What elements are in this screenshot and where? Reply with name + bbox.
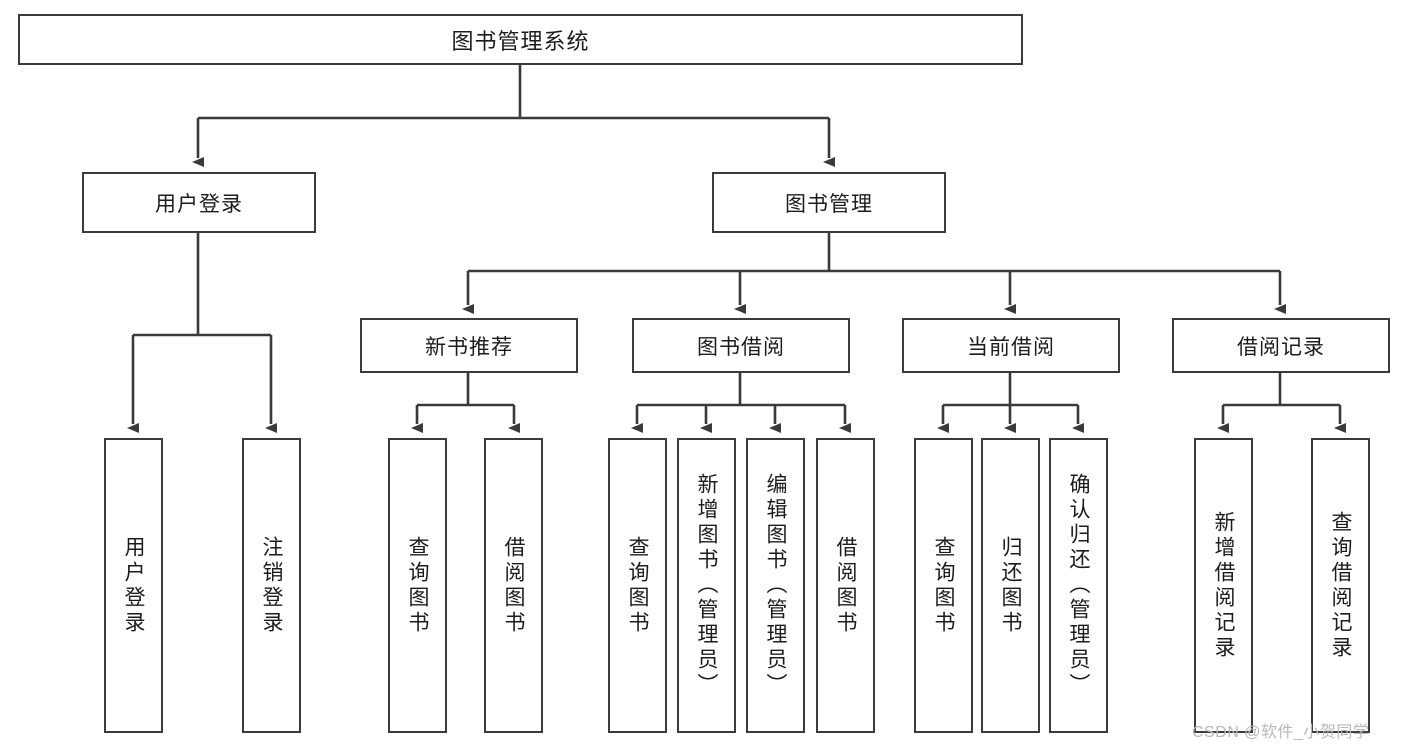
node-root-book-management-system[interactable]: 图书管理系统 <box>18 14 1023 65</box>
node-leaf-borrow-book-1[interactable]: 借阅图书 <box>484 438 543 733</box>
node-label: 查询图书 <box>406 535 429 636</box>
node-borrow-record[interactable]: 借阅记录 <box>1172 318 1390 373</box>
node-leaf-query-book-3[interactable]: 查询图书 <box>914 438 973 733</box>
node-leaf-confirm-return[interactable]: 确认归还（管理员） <box>1049 438 1108 733</box>
node-book-borrow[interactable]: 图书借阅 <box>632 318 850 373</box>
node-label: 注销登录 <box>260 535 283 636</box>
node-label: 新书推荐 <box>425 335 513 359</box>
node-leaf-query-book-1[interactable]: 查询图书 <box>388 438 447 733</box>
node-leaf-user-logout[interactable]: 注销登录 <box>242 438 301 733</box>
node-leaf-add-record[interactable]: 新增借阅记录 <box>1194 438 1253 733</box>
node-label: 图书借阅 <box>697 335 785 359</box>
node-leaf-borrow-book-2[interactable]: 借阅图书 <box>816 438 875 733</box>
node-label: 借阅记录 <box>1237 335 1325 359</box>
node-label: 借阅图书 <box>502 535 525 636</box>
node-current-borrow[interactable]: 当前借阅 <box>902 318 1120 373</box>
node-label: 查询图书 <box>626 535 649 636</box>
node-new-book-recommend[interactable]: 新书推荐 <box>360 318 578 373</box>
node-label: 图书管理 <box>785 192 873 216</box>
node-label: 新增图书（管理员） <box>695 473 718 698</box>
node-book-management[interactable]: 图书管理 <box>712 172 946 233</box>
node-leaf-add-book[interactable]: 新增图书（管理员） <box>677 438 736 733</box>
node-label: 查询借阅记录 <box>1329 510 1352 661</box>
watermark: CSDN @软件_小贺同学 <box>1192 724 1370 741</box>
node-leaf-return-book[interactable]: 归还图书 <box>981 438 1040 733</box>
node-label: 用户登录 <box>155 192 243 216</box>
node-label: 编辑图书（管理员） <box>764 473 787 698</box>
node-label: 图书管理系统 <box>451 28 590 54</box>
node-label: 用户登录 <box>122 535 145 636</box>
node-label: 查询图书 <box>932 535 955 636</box>
node-label: 当前借阅 <box>967 335 1055 359</box>
node-leaf-query-book-2[interactable]: 查询图书 <box>608 438 667 733</box>
node-leaf-query-record[interactable]: 查询借阅记录 <box>1311 438 1370 733</box>
node-label: 新增借阅记录 <box>1212 510 1235 661</box>
node-label: 归还图书 <box>999 535 1022 636</box>
node-label: 确认归还（管理员） <box>1067 473 1090 698</box>
node-user-login[interactable]: 用户登录 <box>82 172 316 233</box>
node-label: 借阅图书 <box>834 535 857 636</box>
node-leaf-edit-book[interactable]: 编辑图书（管理员） <box>746 438 805 733</box>
node-leaf-user-login[interactable]: 用户登录 <box>104 438 163 733</box>
